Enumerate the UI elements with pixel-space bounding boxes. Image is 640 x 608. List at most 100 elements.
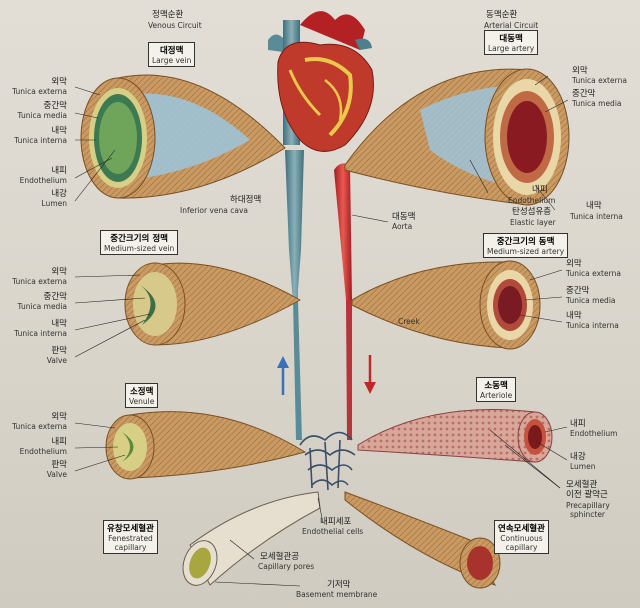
label-la-ext-en: Tunica externa	[572, 76, 627, 85]
aorta-vessel	[334, 163, 352, 300]
label-ar-sph-ko: 모세혈관	[566, 480, 598, 490]
label-creek: Creek	[398, 317, 420, 326]
capillary-bed-illustration	[299, 431, 356, 491]
arterial-circuit-title-en: Arterial Circuit	[484, 21, 539, 30]
medium-artery-box: 중간크기의 동맥 Medium-sized artery	[483, 233, 569, 258]
label-ar-lumen-ko: 내강	[570, 452, 586, 462]
venous-circuit-title-en: Venous Circuit	[148, 21, 202, 30]
label-vn-endo-en: Endothelium	[19, 447, 67, 456]
label-vn-valve-en: Valve	[46, 470, 67, 479]
medium-vein-box: 중간크기의 정맥 Medium-sized vein	[100, 230, 179, 255]
label-lv-med-en: Tunica media	[17, 111, 68, 120]
medium-artery-ko: 중간크기의 동맥	[496, 237, 555, 247]
large-vein-illustration	[80, 74, 286, 199]
large-artery-box: 대동맥 Large artery	[484, 30, 539, 55]
label-ivc-ko: 하대정맥	[230, 195, 262, 205]
label-la-endo-en: Endothelium	[508, 196, 556, 205]
venule-ko: 소정맥	[129, 387, 154, 397]
label-lv-int-ko: 내막	[51, 126, 67, 136]
label-la-endo-ko: 내피	[532, 185, 548, 195]
fenestrated-capillary-illustration	[182, 491, 321, 586]
label-mv-ext-en: Tunica externa	[12, 277, 67, 286]
label-la-med-en: Tunica media	[572, 99, 622, 108]
venule-en: Venule	[129, 397, 155, 406]
label-lv-lumen-en: Lumen	[41, 199, 67, 208]
label-vn-valve-ko: 판막	[51, 460, 67, 470]
continuous-ko: 연속모세혈관	[498, 524, 545, 534]
label-la-med-ko: 중간막	[572, 89, 596, 99]
label-endo-cells-en: Endothelial cells	[302, 527, 364, 536]
vein-descending	[293, 300, 302, 440]
continuous-box: 연속모세혈관 Continuous capillary	[494, 520, 549, 554]
arteriole-illustration	[357, 408, 553, 463]
label-ar-sph-en: Precapillary	[566, 501, 610, 510]
label-ma-int-en: Tunica interna	[566, 321, 619, 330]
venous-circuit-title: 정맥순환	[152, 10, 184, 20]
label-lv-med-ko: 중간막	[43, 101, 67, 111]
label-vn-endo-ko: 내피	[51, 437, 67, 447]
label-lv-int-en: Tunica interna	[14, 136, 67, 145]
label-basement-ko: 기저막	[327, 580, 351, 590]
label-la-elastic-ko: 탄성섬유층	[512, 207, 552, 217]
label-ivc-en: Inferior vena cava	[180, 206, 248, 215]
continuous-capillary-illustration	[344, 491, 501, 589]
label-ar-endo-ko: 내피	[570, 419, 586, 429]
label-ma-ext-ko: 외막	[566, 259, 582, 269]
arterial-circuit-title: 동맥순환	[486, 10, 518, 20]
continuous-en1: Continuous	[500, 534, 543, 543]
label-ma-int-ko: 내막	[566, 311, 582, 321]
label-vn-ext-ko: 외막	[51, 412, 67, 422]
label-la-int-ko: 내막	[586, 201, 602, 211]
arteriole-box: 소동맥 Arteriole	[476, 377, 517, 402]
fenestrated-en2: capillary	[114, 543, 147, 552]
label-endo-cells-ko: 내피세포	[320, 517, 352, 527]
continuous-en2: capillary	[505, 543, 538, 552]
label-mv-med-en: Tunica media	[17, 302, 68, 311]
label-aorta-en: Aorta	[392, 222, 413, 231]
label-aorta-ko: 대동맥	[392, 212, 416, 222]
red-arrow-icon	[364, 355, 376, 394]
label-mv-valve-en: Valve	[46, 356, 67, 365]
label-mv-int-en: Tunica interna	[14, 329, 67, 338]
medium-vein-ko: 중간크기의 정맥	[110, 234, 168, 244]
label-ar-lumen-en: Lumen	[570, 462, 596, 471]
fenestrated-box: 유창모세혈관 Fenestrated capillary	[103, 520, 158, 554]
large-vein-en: Large vein	[152, 56, 192, 65]
label-ar-endo-en: Endothelium	[570, 429, 618, 438]
large-artery-en: Large artery	[488, 44, 535, 53]
fenestrated-en1: Fenestrated	[108, 534, 153, 543]
leader-lines	[74, 75, 569, 587]
label-ma-med-ko: 중간막	[566, 286, 590, 296]
medium-vein-en: Medium-sized vein	[104, 244, 175, 253]
label-ar-sph-ko2: 이전 괄약근	[566, 490, 608, 500]
large-vein-box: 대정맥 Large vein	[148, 42, 196, 67]
venule-illustration	[105, 411, 307, 480]
label-mv-valve-ko: 판막	[51, 346, 67, 356]
label-ma-ext-en: Tunica externa	[566, 269, 621, 278]
label-ma-med-en: Tunica media	[566, 296, 616, 305]
label-vn-ext-en: Tunica externa	[12, 422, 67, 431]
large-artery-ko: 대동맥	[499, 34, 523, 44]
label-cap-pores-en: Capillary pores	[258, 562, 315, 571]
arteriole-ko: 소동맥	[484, 381, 508, 391]
fenestrated-ko: 유창모세혈관	[107, 524, 154, 534]
label-mv-med-ko: 중간막	[43, 292, 67, 302]
medium-artery-illustration	[351, 260, 541, 350]
label-lv-endo-en: Endothelium	[19, 176, 67, 185]
large-artery-illustration	[344, 68, 570, 206]
medium-artery-en: Medium-sized artery	[487, 247, 565, 256]
label-lv-endo-ko: 내피	[51, 166, 67, 176]
label-la-int-en: Tunica interna	[570, 212, 623, 221]
label-basement-en: Basement membrane	[296, 590, 378, 599]
heart-illustration	[268, 11, 374, 152]
large-vein-ko: 대정맥	[159, 46, 184, 56]
label-lv-ext-en: Tunica externa	[12, 87, 67, 96]
label-lv-lumen-ko: 내강	[51, 189, 67, 199]
medium-vein-illustration	[124, 262, 302, 346]
venule-box: 소정맥 Venule	[125, 383, 159, 408]
label-ar-sph-en2: sphincter	[570, 510, 606, 519]
label-cap-pores-ko: 모세혈관공	[260, 552, 300, 562]
blue-arrow-icon	[277, 356, 289, 395]
